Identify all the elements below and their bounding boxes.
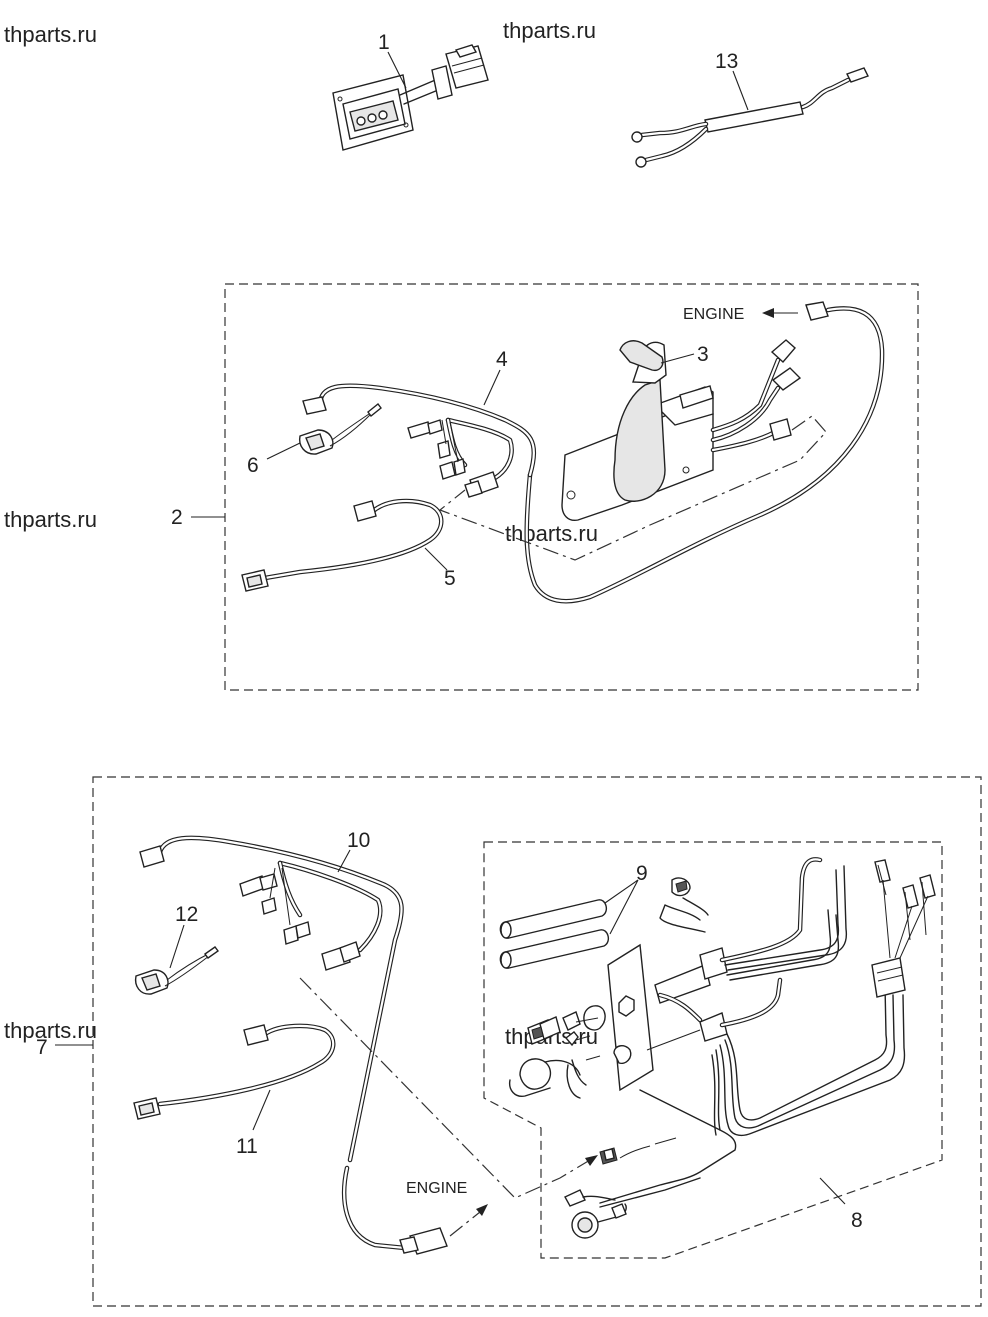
callout-8: 8 — [851, 1209, 863, 1232]
part-6-connector — [298, 403, 382, 455]
callout-11: 11 — [236, 1135, 258, 1158]
engine-label-upper: ENGINE — [683, 306, 744, 323]
watermark-low-left: thparts.ru — [4, 1018, 97, 1043]
callout-10: 10 — [347, 829, 370, 852]
part-1-switch-panel — [332, 44, 489, 151]
part-9-tubes — [499, 899, 610, 969]
part-5-lead — [241, 498, 444, 592]
watermark-top-left: thparts.ru — [4, 22, 97, 47]
callout-9: 9 — [636, 862, 648, 885]
callout-5: 5 — [444, 567, 456, 590]
callout-4: 4 — [496, 348, 508, 371]
group-2-boundary — [224, 283, 919, 691]
part-3-remote-control-box — [561, 340, 714, 522]
callout-2: 2 — [171, 506, 183, 529]
part-13-cable-lead — [631, 67, 869, 168]
part-8-main-switch-harness — [508, 857, 936, 1239]
part-12-connector — [134, 946, 219, 995]
part-4-harness — [302, 383, 537, 498]
group-7-boundary — [92, 776, 982, 1307]
callout-3: 3 — [697, 343, 709, 366]
watermark-mid-center: thparts.ru — [505, 521, 598, 546]
engine-label-lower: ENGINE — [406, 1180, 467, 1197]
callout-1: 1 — [378, 31, 390, 54]
watermark-mid-left: thparts.ru — [4, 507, 97, 532]
callout-13: 13 — [715, 50, 738, 73]
part-11-lead — [133, 1023, 336, 1120]
part-10-harness — [139, 835, 448, 1255]
group-8-boundary — [483, 841, 943, 1259]
callout-12: 12 — [175, 903, 198, 926]
callout-6: 6 — [247, 454, 259, 477]
watermark-top-center: thparts.ru — [503, 18, 596, 43]
callout-7: 7 — [36, 1036, 48, 1059]
